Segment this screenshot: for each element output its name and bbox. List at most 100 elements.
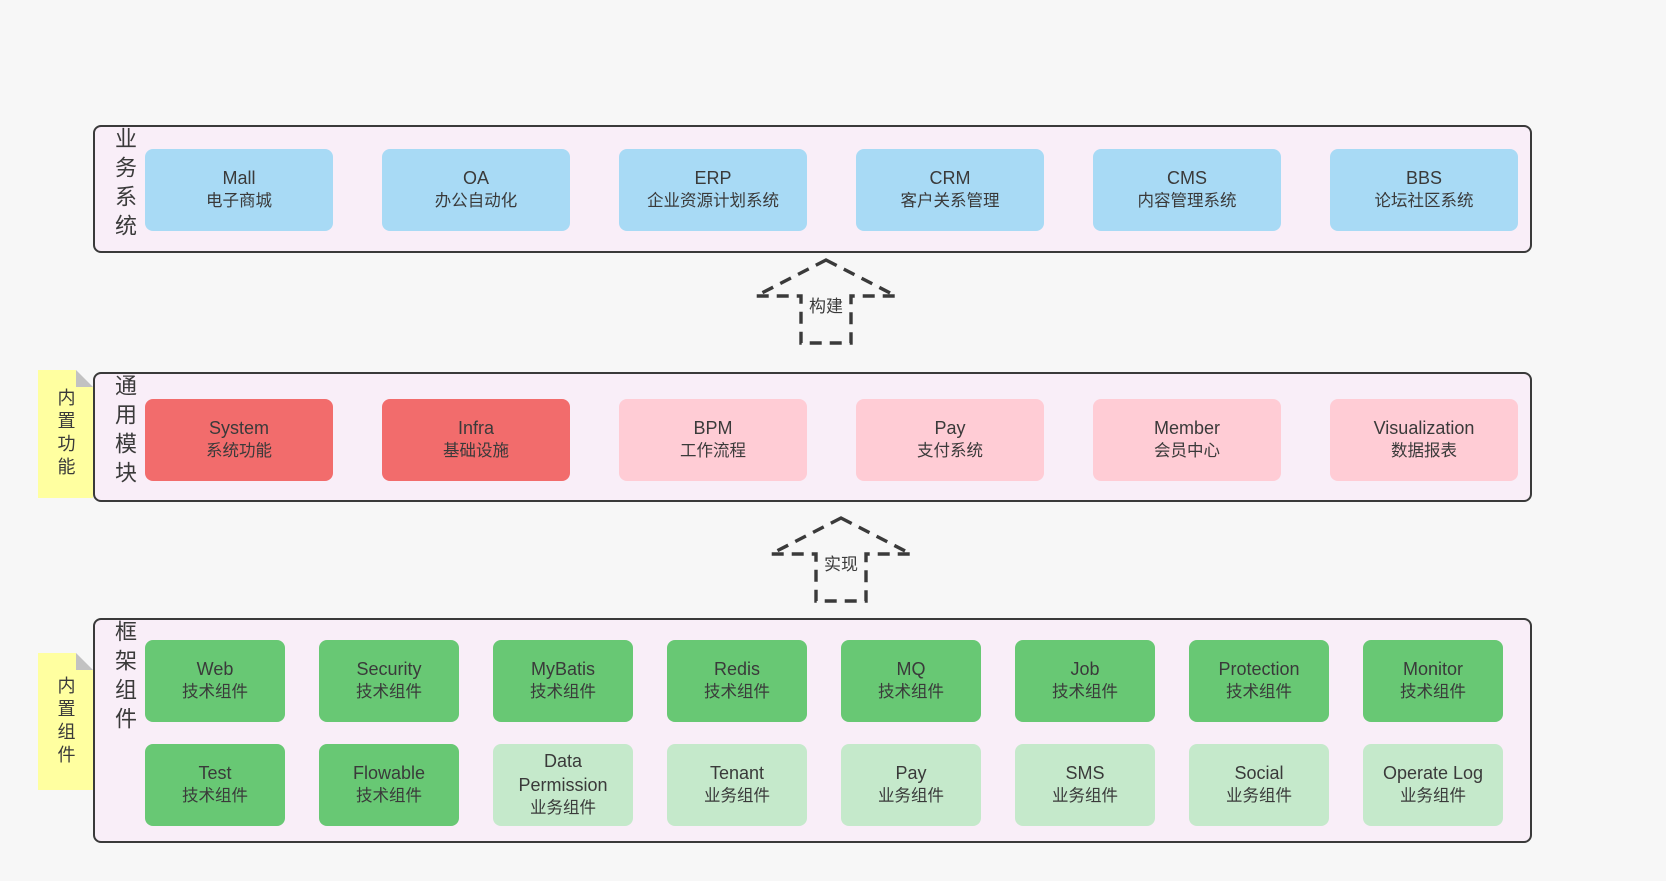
- box-subtitle: 业务组件: [530, 798, 596, 817]
- box-subtitle: 技术组件: [182, 786, 248, 805]
- dashed-up-arrow-icon: [770, 516, 912, 603]
- business-systems-row: Mall 电子商城 OA 办公自动化 ERP 企业资源计划系统 CRM 客户关系…: [145, 149, 1518, 231]
- box-subtitle: 技术组件: [1400, 682, 1466, 701]
- box-subtitle: 系统功能: [206, 441, 272, 460]
- framework-components-row-1: Web 技术组件 Security 技术组件 MyBatis 技术组件 Redi…: [145, 640, 1518, 722]
- box-subtitle: 业务组件: [878, 786, 944, 805]
- box-title: Redis: [713, 659, 761, 680]
- box-title: BPM: [693, 418, 733, 439]
- box-title: Mall: [222, 168, 256, 189]
- framework-components-layer: 框架组件 Web 技术组件 Security 技术组件 MyBatis 技术组件…: [93, 618, 1532, 843]
- box-title: MQ: [896, 659, 926, 680]
- box-subtitle: 技术组件: [704, 682, 770, 701]
- system-box-cms: CMS 内容管理系统: [1093, 149, 1281, 231]
- box-subtitle: 论坛社区系统: [1374, 191, 1474, 210]
- component-box-pay: Pay 业务组件: [841, 744, 981, 826]
- business-systems-layer: 业务系统 Mall 电子商城 OA 办公自动化 ERP 企业资源计划系统 CRM…: [93, 125, 1532, 253]
- box-subtitle: 技术组件: [356, 682, 422, 701]
- box-title: ERP: [694, 168, 732, 189]
- box-title: Protection: [1218, 659, 1300, 680]
- dashed-up-arrow-icon: [755, 258, 897, 345]
- box-title: Social: [1234, 763, 1284, 784]
- box-subtitle: 企业资源计划系统: [647, 191, 779, 210]
- component-box-mybatis: MyBatis 技术组件: [493, 640, 633, 722]
- box-subtitle: 业务组件: [1226, 786, 1292, 805]
- box-title: Tenant: [709, 763, 765, 784]
- arrow-implement-label: 实现: [822, 549, 860, 576]
- component-box-web: Web 技术组件: [145, 640, 285, 722]
- box-title: CMS: [1167, 168, 1207, 189]
- note-text: 内置组件: [55, 675, 76, 768]
- box-subtitle: 业务组件: [1052, 786, 1118, 805]
- box-title: Job: [1070, 659, 1100, 680]
- sticky-note-built-in-features: 内置功能: [38, 370, 93, 498]
- component-box-mq: MQ 技术组件: [841, 640, 981, 722]
- box-title: Web: [196, 659, 234, 680]
- component-box-tenant: Tenant 业务组件: [667, 744, 807, 826]
- box-title: Security: [356, 659, 422, 680]
- box-subtitle: 技术组件: [878, 682, 944, 701]
- box-title: Data Permission: [518, 751, 608, 796]
- component-box-social: Social 业务组件: [1189, 744, 1329, 826]
- box-subtitle: 客户关系管理: [900, 191, 1000, 210]
- module-box-pay: Pay 支付系统: [856, 399, 1044, 481]
- box-subtitle: 技术组件: [530, 682, 596, 701]
- box-title: Monitor: [1402, 659, 1464, 680]
- box-subtitle: 技术组件: [356, 786, 422, 805]
- box-title: System: [208, 418, 269, 439]
- component-box-flowable: Flowable 技术组件: [319, 744, 459, 826]
- module-box-infra: Infra 基础设施: [382, 399, 570, 481]
- component-box-sms: SMS 业务组件: [1015, 744, 1155, 826]
- box-title: Operate Log: [1382, 763, 1484, 784]
- box-title: Test: [198, 763, 232, 784]
- system-box-mall: Mall 电子商城: [145, 149, 333, 231]
- box-subtitle: 会员中心: [1154, 441, 1220, 460]
- box-subtitle: 基础设施: [443, 441, 509, 460]
- module-box-member: Member 会员中心: [1093, 399, 1281, 481]
- layer-label-common-modules: 通用模块: [112, 374, 137, 490]
- box-title: Visualization: [1373, 418, 1475, 439]
- arrow-implement: 实现: [766, 513, 916, 605]
- box-title: Pay: [934, 418, 966, 439]
- system-box-bbs: BBS 论坛社区系统: [1330, 149, 1518, 231]
- box-subtitle: 办公自动化: [434, 191, 518, 210]
- box-title: Infra: [457, 418, 495, 439]
- component-box-test: Test 技术组件: [145, 744, 285, 826]
- common-modules-layer: 通用模块 System 系统功能 Infra 基础设施 BPM 工作流程 Pay…: [93, 372, 1532, 502]
- layer-label-framework-components: 框架组件: [112, 620, 137, 736]
- box-subtitle: 支付系统: [917, 441, 983, 460]
- component-box-redis: Redis 技术组件: [667, 640, 807, 722]
- module-box-visualization: Visualization 数据报表: [1330, 399, 1518, 481]
- box-title: Member: [1153, 418, 1220, 439]
- box-subtitle: 技术组件: [182, 682, 248, 701]
- box-title: BBS: [1405, 168, 1443, 189]
- box-title: Pay: [895, 763, 927, 784]
- box-subtitle: 业务组件: [704, 786, 770, 805]
- component-box-job: Job 技术组件: [1015, 640, 1155, 722]
- box-title: SMS: [1065, 763, 1105, 784]
- common-modules-row: System 系统功能 Infra 基础设施 BPM 工作流程 Pay 支付系统…: [145, 399, 1518, 481]
- framework-components-row-2: Test 技术组件 Flowable 技术组件 Data Permission …: [145, 744, 1518, 826]
- system-box-crm: CRM 客户关系管理: [856, 149, 1044, 231]
- box-subtitle: 技术组件: [1226, 682, 1292, 701]
- layer-label-business-systems: 业务系统: [112, 127, 137, 243]
- sticky-note-built-in-components: 内置组件: [38, 653, 93, 790]
- component-box-protection: Protection 技术组件: [1189, 640, 1329, 722]
- arrow-build: 构建: [751, 255, 901, 347]
- box-subtitle: 工作流程: [680, 441, 746, 460]
- box-title: OA: [462, 168, 489, 189]
- system-box-erp: ERP 企业资源计划系统: [619, 149, 807, 231]
- module-box-bpm: BPM 工作流程: [619, 399, 807, 481]
- box-subtitle: 电子商城: [206, 191, 272, 210]
- box-subtitle: 内容管理系统: [1137, 191, 1237, 210]
- box-subtitle: 技术组件: [1052, 682, 1118, 701]
- component-box-monitor: Monitor 技术组件: [1363, 640, 1503, 722]
- arrow-build-label: 构建: [807, 291, 845, 318]
- component-box-data-permission: Data Permission 业务组件: [493, 744, 633, 826]
- box-title: CRM: [929, 168, 971, 189]
- box-title: Flowable: [352, 763, 426, 784]
- box-title: MyBatis: [530, 659, 595, 680]
- note-fold-corner: [76, 653, 93, 670]
- box-subtitle: 业务组件: [1400, 786, 1466, 805]
- box-subtitle: 数据报表: [1391, 441, 1457, 460]
